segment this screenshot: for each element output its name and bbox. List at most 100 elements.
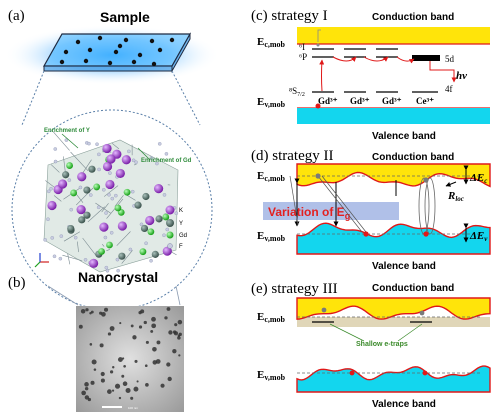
tem-particle [177, 336, 181, 340]
sample-particle [137, 52, 143, 58]
d-hole-dot-2 [423, 231, 429, 237]
tem-particle [101, 311, 106, 317]
atom-f [165, 227, 170, 232]
tem-particle [84, 395, 90, 400]
atom-y [62, 171, 70, 179]
c-valence-label: Valence band [372, 131, 436, 142]
atom-k [106, 154, 116, 164]
atom-f [130, 189, 135, 194]
crystal-bond [62, 254, 83, 262]
panel-a-label: (a) [8, 8, 25, 24]
tem-particle [130, 324, 134, 328]
atom-f [59, 234, 64, 238]
crystal-bond [50, 164, 60, 173]
tem-particle [91, 359, 97, 365]
sample-particle [75, 39, 81, 45]
atom-gd [93, 183, 101, 191]
atom-gd [70, 189, 78, 197]
d-ev-label: Ev,mob [257, 230, 286, 243]
atom-f [67, 178, 72, 182]
zoom-line-tem-left [47, 285, 79, 306]
atom-k [99, 222, 109, 232]
enrichment-y-pointer [61, 133, 79, 149]
tem-particle [78, 324, 83, 329]
atom-y [67, 224, 75, 233]
tem-particle [99, 311, 103, 315]
atom-gd [114, 204, 122, 212]
atom-f [83, 258, 88, 262]
tem-particle [99, 343, 104, 348]
d-valence-band [296, 222, 491, 255]
tem-particle [107, 332, 112, 336]
atom-y [83, 211, 91, 219]
tem-particle [177, 319, 183, 325]
atom-k [117, 221, 127, 231]
tem-particle [89, 343, 93, 346]
zoom-line-right [171, 70, 201, 126]
sample-particle [157, 47, 163, 53]
atom-f [149, 259, 153, 263]
atom-f [97, 167, 101, 172]
tem-particle [87, 397, 92, 402]
tem-particle [130, 396, 134, 400]
atom-gd [123, 188, 131, 196]
legend-gd: Gd [179, 233, 187, 239]
tem-particle [152, 346, 157, 352]
legend-gd-icon [166, 231, 174, 239]
atom-f [110, 196, 115, 201]
e-trap-levels [312, 321, 432, 342]
atom-k [76, 204, 86, 215]
sample-particle [169, 37, 175, 43]
tem-particle [178, 332, 182, 336]
atom-f [47, 189, 51, 194]
tem-particle [90, 380, 95, 385]
e-electron-dot-1 [321, 307, 327, 313]
tem-particle [166, 307, 171, 311]
e-valence-band [296, 365, 491, 393]
legend-f-icon [167, 243, 173, 249]
sample-particle [59, 59, 65, 65]
atom-gd [66, 162, 73, 169]
atom-k [121, 155, 131, 165]
sample-particle [83, 58, 89, 64]
atom-f [114, 193, 118, 198]
sample-particle [97, 35, 103, 41]
atom-f [162, 233, 166, 238]
atom-f [144, 241, 148, 246]
tem-particle [112, 366, 115, 369]
atom-k [105, 179, 115, 190]
crystal-bond [116, 231, 131, 246]
tem-particle [104, 307, 109, 312]
atom-y [155, 215, 163, 223]
tem-particle [132, 335, 137, 340]
e-ev-label: Ev,mob [257, 369, 286, 382]
d-conduction-band [296, 163, 491, 188]
atom-y [88, 165, 96, 173]
tem-particle [80, 308, 86, 314]
sample-particle [117, 43, 123, 49]
tem-particle [164, 316, 168, 320]
crystal-bond [53, 195, 62, 202]
atom-y [140, 224, 149, 233]
atom-f [108, 171, 112, 175]
atom-k [115, 168, 125, 179]
c-conduction-band [297, 27, 490, 44]
crystal-structure [43, 131, 179, 273]
crystal-bond [133, 164, 137, 166]
atom-f [164, 152, 169, 156]
atom-f [116, 268, 120, 273]
tem-particle [107, 389, 112, 394]
legend-f: F [179, 244, 183, 250]
nanocrystal-title: Nanocrystal [78, 269, 158, 285]
tem-particle [119, 322, 122, 325]
tem-particle [156, 340, 161, 345]
c-ec-label: Ec,mob [257, 36, 286, 49]
atom-f [69, 207, 73, 212]
c-ion-gd-2: Gd³⁺ [350, 96, 370, 106]
crystal-bond [101, 243, 105, 247]
c-4f-label: 4f [445, 84, 453, 94]
c-ce-5d-level [412, 55, 440, 61]
rloc-label: Rloc [447, 190, 464, 203]
tem-particle [178, 354, 181, 357]
legend-k: K [179, 208, 183, 214]
